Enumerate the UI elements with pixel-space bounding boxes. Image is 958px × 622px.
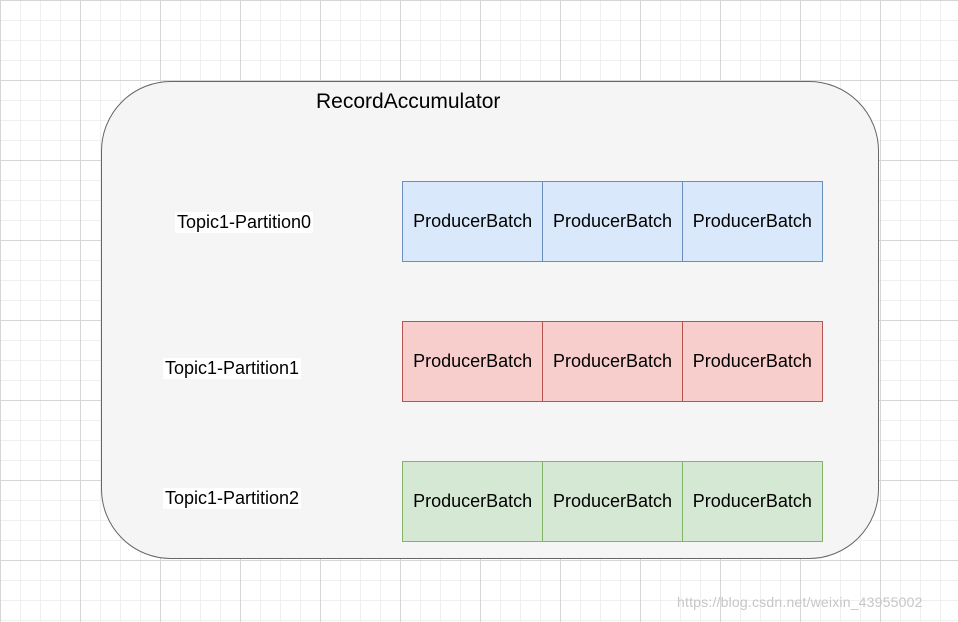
producer-batch: ProducerBatch — [681, 181, 823, 262]
producer-batch: ProducerBatch — [402, 181, 544, 262]
csdn-watermark: https://blog.csdn.net/weixin_43955002 — [677, 594, 923, 610]
record-accumulator-container: RecordAccumulator Topic1-Partition0 Prod… — [101, 81, 879, 559]
producer-batch: ProducerBatch — [681, 461, 823, 542]
producer-batch: ProducerBatch — [541, 181, 684, 262]
producer-batch: ProducerBatch — [681, 321, 823, 402]
partition-lane-1: ProducerBatch ProducerBatch ProducerBatc… — [402, 321, 823, 402]
record-accumulator-title: RecordAccumulator — [316, 90, 501, 113]
partition-label-1: Topic1-Partition1 — [163, 358, 302, 379]
producer-batch: ProducerBatch — [402, 321, 544, 402]
partition-label-0: Topic1-Partition0 — [175, 212, 314, 233]
producer-batch: ProducerBatch — [541, 321, 684, 402]
producer-batch: ProducerBatch — [402, 461, 544, 542]
partition-lane-0: ProducerBatch ProducerBatch ProducerBatc… — [402, 181, 823, 262]
partition-lane-2: ProducerBatch ProducerBatch ProducerBatc… — [402, 461, 823, 542]
partition-label-2: Topic1-Partition2 — [163, 488, 302, 509]
producer-batch: ProducerBatch — [541, 461, 684, 542]
